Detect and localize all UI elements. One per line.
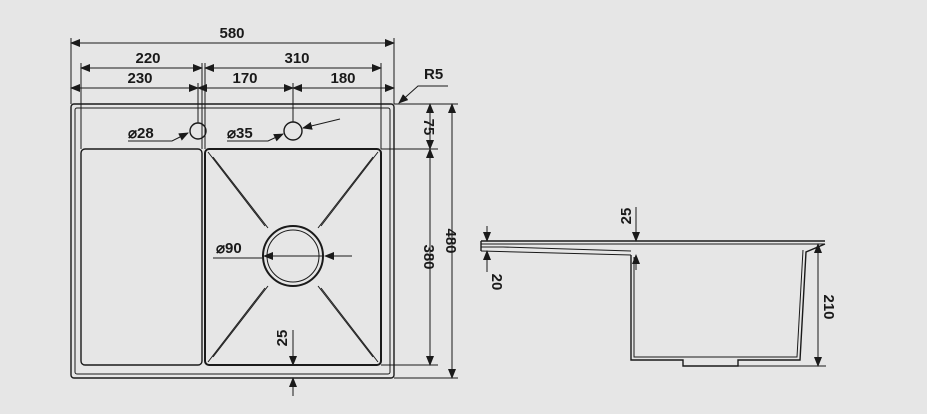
bowl-profile-inner <box>633 249 804 358</box>
corner-radius-label: R5 <box>424 66 443 83</box>
top-view: 580 220 310 230 170 180 R5 ⌀28 ⌀35 ⌀90 7… <box>70 25 459 396</box>
bowl-profile <box>630 243 826 367</box>
bowl-diagonals <box>207 151 379 363</box>
side-view: 25 20 210 <box>480 207 837 367</box>
dim-580-label: 580 <box>219 25 244 42</box>
dim-170-label: 170 <box>232 70 257 87</box>
dim-310-label: 310 <box>284 50 309 67</box>
tap-hole <box>189 122 207 140</box>
overflow-hole-label: ⌀35 <box>227 125 253 142</box>
dim-20-label: 20 <box>488 274 505 291</box>
tap-hole-label: ⌀28 <box>128 125 154 142</box>
dim-210-label: 210 <box>820 294 837 319</box>
extension-lines <box>70 38 458 379</box>
drainboard <box>80 148 203 366</box>
leader-tap-hole <box>128 132 189 142</box>
sink-outline-inner <box>74 107 391 375</box>
leader-r5 <box>398 85 448 104</box>
leader-overflow <box>227 133 284 142</box>
drainboard-underside <box>480 250 632 256</box>
leader-overflow-right <box>302 118 341 130</box>
dim-220-label: 220 <box>135 50 160 67</box>
sink-outline <box>70 103 395 379</box>
dim-380-label: 380 <box>420 244 437 269</box>
overflow-hole <box>283 121 303 141</box>
drainboard-underside-b <box>502 246 632 252</box>
dim-230-label: 230 <box>127 70 152 87</box>
dim-25-bottom-label: 25 <box>274 330 291 347</box>
dim-25-side-label: 25 <box>618 208 635 225</box>
drain-label: ⌀90 <box>216 240 242 257</box>
dim-75-label: 75 <box>420 119 437 136</box>
dim-480-label: 480 <box>442 228 459 253</box>
dim-180-label: 180 <box>330 70 355 87</box>
